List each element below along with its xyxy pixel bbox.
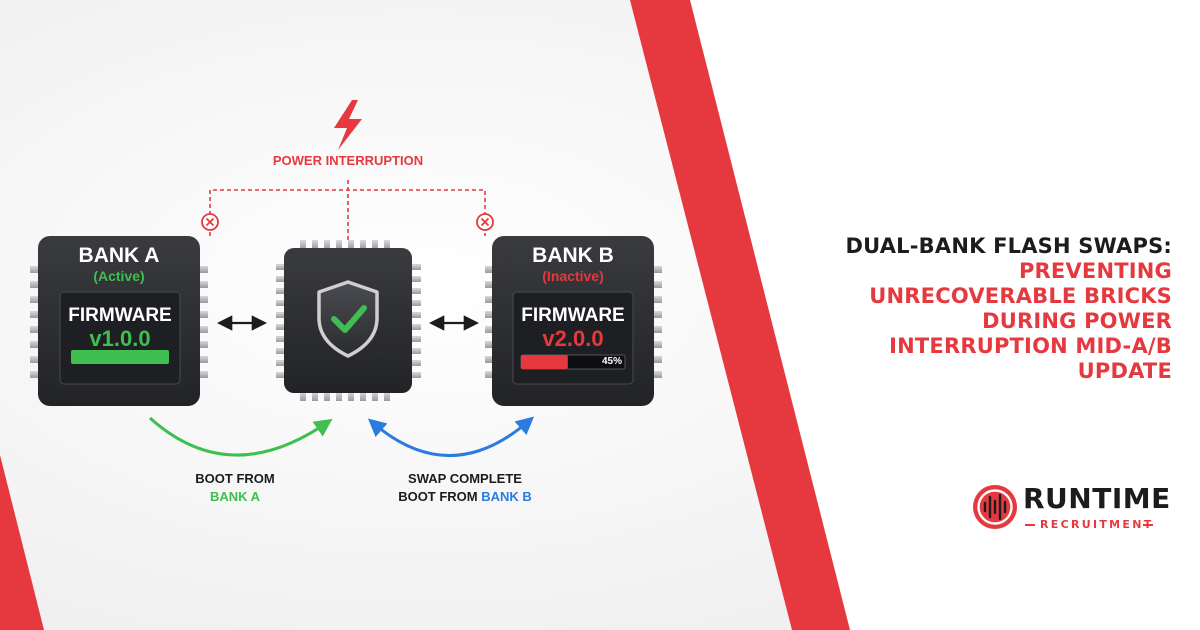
- bank-b-firmware-version: v2.0.0: [542, 326, 604, 351]
- shield-check-icon: [317, 280, 379, 358]
- runtime-logo-icon: [973, 485, 1017, 529]
- brand-tagline: RECRUITMENT: [1040, 518, 1154, 531]
- brand-tag-rule-right: [1143, 524, 1153, 526]
- headline: DUAL-BANK FLASH SWAPS: PREVENTING UNRECO…: [800, 234, 1172, 384]
- boot-b-line2-accent: BANK B: [481, 489, 532, 504]
- headline-red-line: PREVENTING: [1018, 259, 1172, 283]
- bank-b-title: BANK B: [532, 244, 614, 267]
- bank-b-progress-text: 45%: [601, 356, 622, 367]
- bank-b-firmware-label: FIRMWARE: [521, 305, 625, 326]
- right-panel: [690, 0, 1200, 630]
- boot-a-caption: BOOT FROM BANK A: [160, 470, 310, 506]
- boot-b-caption: SWAP COMPLETE BOOT FROM BANK B: [380, 470, 550, 506]
- power-interruption-label: POWER INTERRUPTION: [272, 153, 424, 168]
- boot-b-line2: BOOT FROM BANK B: [380, 488, 550, 506]
- red-diagonal-stripe: [630, 0, 850, 630]
- headline-red-line: UPDATE: [1077, 359, 1172, 383]
- boot-a-line2: BANK A: [209, 489, 261, 504]
- boot-b-line1: SWAP COMPLETE: [408, 471, 522, 486]
- bank-a-status: (Active): [93, 268, 145, 284]
- power-interruption-lines: [209, 180, 486, 240]
- bank-a-firmware-version: v1.0.0: [89, 326, 151, 351]
- lightning-bolt-icon: [334, 100, 362, 150]
- boot-b-line2-prefix: BOOT FROM: [398, 489, 478, 504]
- error-x-icon: [476, 213, 494, 231]
- boot-a-arc: [148, 416, 333, 457]
- headline-red-line: INTERRUPTION MID-A/B: [889, 334, 1172, 358]
- controller-chip: [276, 240, 421, 401]
- bank-a-chip: [30, 236, 208, 406]
- headline-line-1: DUAL-BANK FLASH SWAPS:: [845, 234, 1172, 258]
- brand-name: RUNTIME: [1023, 482, 1171, 515]
- bank-a-firmware-label: FIRMWARE: [68, 305, 172, 326]
- bank-b-chip: [485, 236, 662, 406]
- error-x-icon: [201, 213, 219, 231]
- bank-a-title: BANK A: [78, 244, 160, 267]
- bank-b-status: (Inactive): [542, 268, 604, 284]
- boot-a-line1: BOOT FROM: [195, 471, 275, 486]
- brand-tag-rule-left: [1025, 524, 1035, 526]
- headline-red-line: UNRECOVERABLE BRICKS: [869, 284, 1172, 308]
- bank-b-progress-fill: [521, 355, 568, 369]
- headline-red-line: DURING POWER: [982, 309, 1172, 333]
- red-corner-wedge: [0, 455, 44, 630]
- boot-b-arc: [367, 416, 535, 457]
